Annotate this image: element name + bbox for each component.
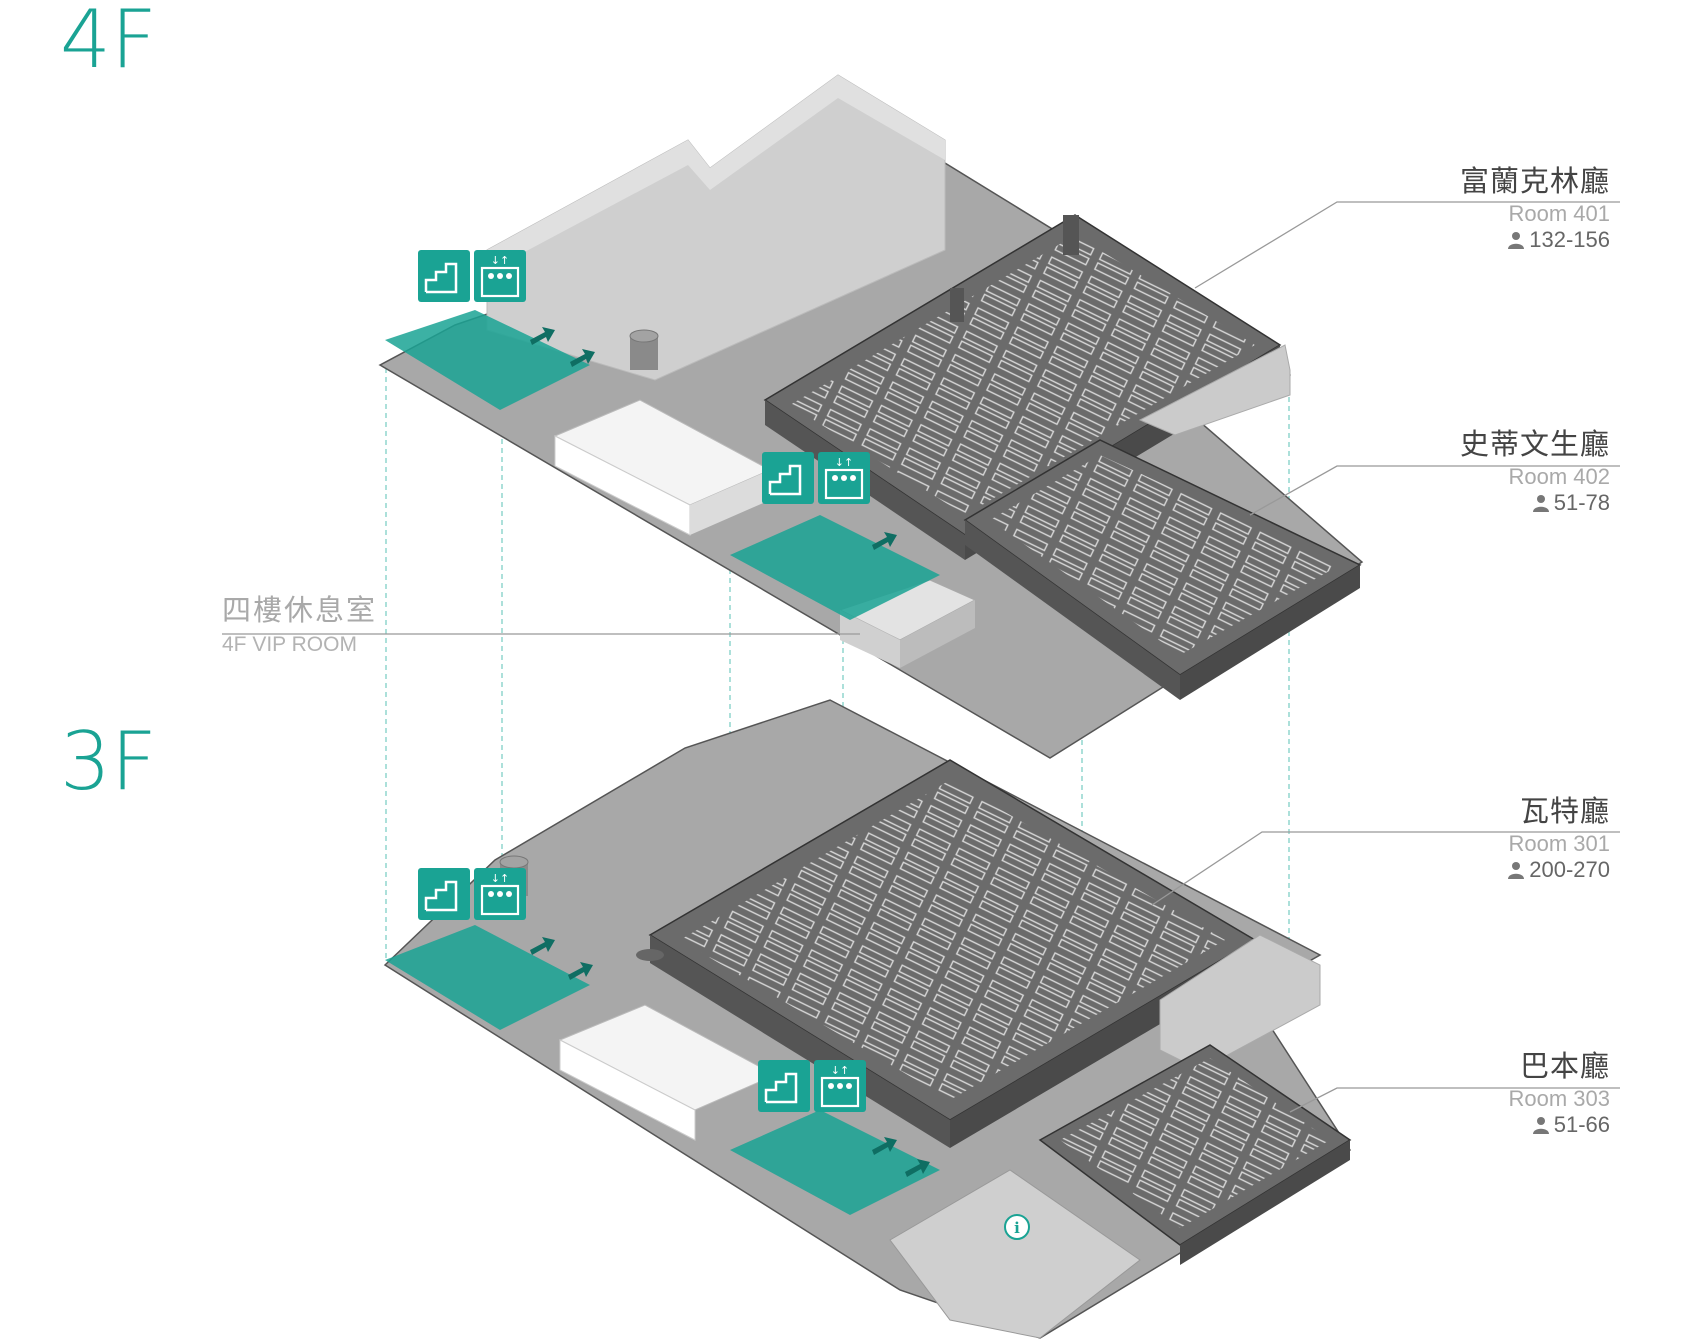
- room-capacity: 51-66: [1250, 1112, 1610, 1138]
- stair-zone-4f-west: [385, 310, 590, 410]
- room-name-zh: 史蒂文生廳: [1459, 429, 1610, 461]
- vip-room-callout[interactable]: 四樓休息室 4F VIP ROOM: [222, 594, 377, 658]
- info-icon[interactable]: i: [1004, 1214, 1030, 1240]
- hall-room-303: [1038, 1044, 1352, 1265]
- elevator-icon: ↓↑: [814, 1060, 866, 1112]
- room-callout-402[interactable]: 史蒂文生廳 Room 402 51-78: [1250, 428, 1610, 516]
- room-name-zh: 巴本廳: [1519, 1051, 1610, 1083]
- svg-text:↓↑: ↓↑: [491, 872, 509, 885]
- capacity-range: 200-270: [1529, 857, 1610, 882]
- person-icon: [1508, 862, 1525, 879]
- svg-text:i: i: [1014, 1219, 1020, 1237]
- sign-pair-3f-west: ↓↑: [418, 868, 526, 920]
- side-room-3f: [1159, 934, 1321, 1071]
- person-icon: [1532, 1117, 1549, 1134]
- capacity-range: 132-156: [1529, 227, 1610, 252]
- stairs-icon: [762, 452, 814, 504]
- vip-room-block-4f: [838, 579, 977, 668]
- pillar-4f: [629, 329, 659, 370]
- svg-text:↓↑: ↓↑: [831, 1064, 849, 1077]
- elevator-icon: ↓↑: [474, 868, 526, 920]
- stair-zone-3f-east: [730, 1110, 940, 1215]
- room-callout-401[interactable]: 富蘭克林廳 Room 401 132-156: [1250, 165, 1610, 253]
- room-name-zh: 瓦特廳: [1519, 796, 1610, 828]
- lobby-area-3f: [889, 1169, 1141, 1339]
- room-capacity: 200-270: [1250, 857, 1610, 883]
- room-name-zh: 富蘭克林廳: [1459, 166, 1610, 198]
- floor-3f: i: [383, 699, 1352, 1339]
- stairs-icon: [418, 868, 470, 920]
- capacity-range: 51-66: [1553, 1112, 1610, 1137]
- room-number: Room 402: [1508, 464, 1610, 489]
- room-capacity: 51-78: [1250, 490, 1610, 516]
- hall-room-402: [963, 439, 1362, 700]
- floor-label-4f: 4F: [60, 0, 157, 86]
- stair-zone-4f-east: [730, 515, 940, 620]
- room-capacity: 132-156: [1250, 227, 1610, 253]
- person-icon: [1508, 232, 1525, 249]
- person-icon: [1532, 495, 1549, 512]
- svg-text:↓↑: ↓↑: [835, 456, 853, 469]
- stair-zone-3f-west: [385, 925, 590, 1030]
- arrow-icon: [530, 327, 930, 1177]
- floor-4f: [378, 74, 1364, 759]
- room-callout-303[interactable]: 巴本廳 Room 303 51-66: [1250, 1050, 1610, 1138]
- floor-label-3f: 3F: [60, 715, 157, 808]
- room-number: Room 401: [1508, 201, 1610, 226]
- svg-text:↓↑: ↓↑: [491, 254, 509, 267]
- restroom-block-4f: [553, 399, 772, 536]
- sign-pair-3f-east: ↓↑: [758, 1060, 866, 1112]
- sign-pair-4f-west: ↓↑: [418, 250, 526, 302]
- vip-room-name-zh: 四樓休息室: [222, 595, 378, 627]
- capacity-range: 51-78: [1553, 490, 1610, 515]
- elevator-icon: ↓↑: [818, 452, 870, 504]
- sign-pair-4f-east: ↓↑: [762, 452, 870, 504]
- room-number: Room 301: [1508, 831, 1610, 856]
- callout-leader-lines: [222, 201, 1620, 1113]
- room-callout-301[interactable]: 瓦特廳 Room 301 200-270: [1250, 795, 1610, 883]
- vip-room-name-en: 4F VIP ROOM: [222, 633, 357, 656]
- side-room-4f: [1138, 344, 1291, 436]
- stairs-icon: [758, 1060, 810, 1112]
- elevator-icon: ↓↑: [474, 250, 526, 302]
- room-number: Room 303: [1508, 1086, 1610, 1111]
- stairs-icon: [418, 250, 470, 302]
